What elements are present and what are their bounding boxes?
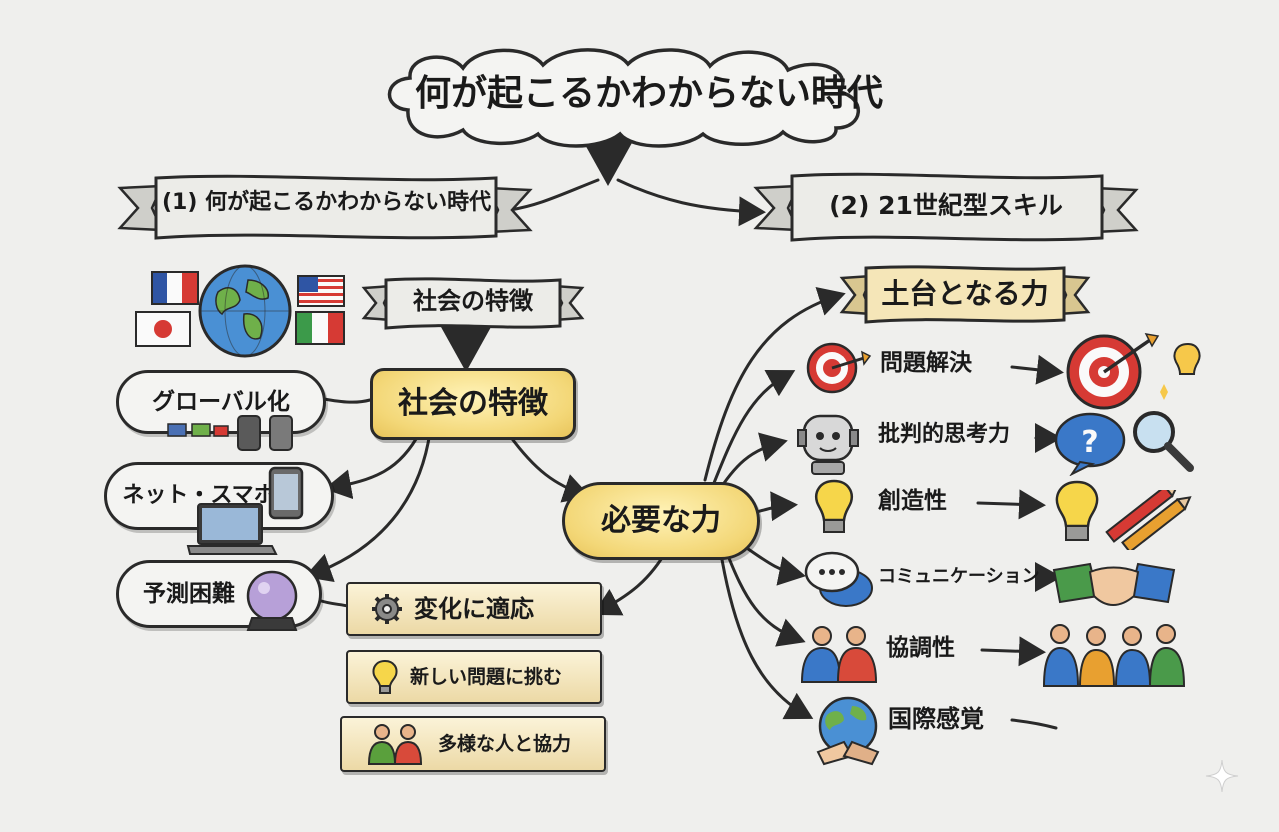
skill-cooperation: 協調性 — [886, 635, 955, 661]
diagram-title: 何が起こるかわからない時代 — [415, 73, 884, 114]
needed-power-box: 必要な力 — [562, 482, 760, 560]
robot-icon — [797, 414, 859, 475]
item-unpredictable-label: 予測困難 — [143, 580, 235, 607]
flag-icon — [135, 311, 191, 347]
ability-adapt-label: 変化に適応 — [414, 595, 534, 623]
society-banner-label: 社会の特徴 — [413, 287, 533, 315]
gear-icon — [372, 594, 402, 624]
ability-challenge-label: 新しい問題に挑む — [410, 665, 563, 688]
foundation-banner-label: 土台となる力 — [881, 277, 1049, 310]
ability-challenge: 新しい問題に挑む — [346, 650, 602, 704]
target-icon — [1066, 333, 1201, 410]
lightbulb-icon — [815, 479, 853, 533]
item-internet-label: ネット・スマホ — [122, 483, 276, 508]
lightbulb-icon — [1055, 480, 1099, 541]
team-icon — [1042, 624, 1186, 687]
title-cloud — [387, 48, 860, 148]
lightbulb-icon — [372, 659, 398, 694]
ability-cooperate: 多様な人と協力 — [340, 716, 606, 772]
crystal-ball-icon — [246, 570, 298, 631]
globe-icon — [198, 264, 292, 358]
skill-communication: コミュニケーション — [878, 566, 1040, 587]
foundation-ribbon — [839, 265, 1091, 324]
handshake-icon — [1052, 562, 1176, 606]
svg-text:?: ? — [1081, 425, 1098, 460]
needed-power-label: 必要な力 — [601, 503, 721, 538]
question-bubble-icon: ? — [1054, 412, 1126, 476]
skill-global-sense: 国際感覚 — [888, 705, 984, 733]
laptop-icon — [186, 503, 278, 555]
globe-icon — [816, 696, 880, 766]
society-box: 社会の特徴 — [370, 368, 576, 440]
left-banner-label: (1) 何が起こるかわからない時代 — [162, 190, 492, 215]
society-ribbon — [361, 277, 585, 330]
skill-problem-solving: 問題解決 — [880, 350, 972, 376]
smartphone-icon — [167, 415, 293, 451]
flag-icon — [297, 275, 345, 307]
skill-creativity: 創造性 — [878, 488, 947, 514]
society-box-label: 社会の特徴 — [398, 386, 548, 421]
right-ribbon — [753, 172, 1139, 242]
left-ribbon — [117, 174, 533, 240]
pencil-icon — [1105, 490, 1192, 550]
people-icon — [367, 724, 423, 765]
magnifier-icon — [1133, 411, 1194, 472]
skill-critical-thinking: 批判的思考力 — [878, 422, 1011, 447]
smartphone-icon — [268, 466, 304, 520]
flag-icon — [295, 311, 345, 345]
speech-bubble-icon — [804, 551, 873, 607]
right-banner-label: (2) 21世紀型スキル — [829, 191, 1063, 220]
people-icon — [800, 626, 878, 683]
ability-adapt: 変化に適応 — [346, 582, 602, 636]
ability-cooperate-label: 多様な人と協力 — [438, 732, 572, 755]
item-globalization-label: グローバル化 — [152, 388, 290, 415]
flag-icon — [151, 271, 199, 305]
target-icon — [806, 342, 872, 394]
sparkle-icon — [1205, 759, 1239, 793]
